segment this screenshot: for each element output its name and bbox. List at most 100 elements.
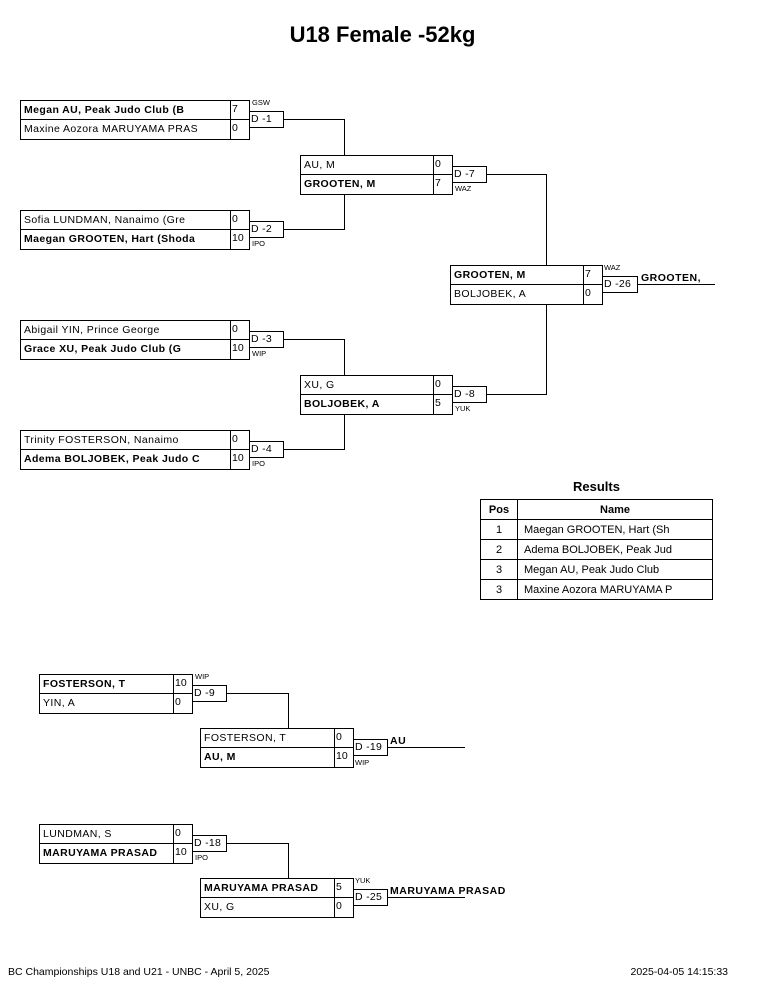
bracket-connector	[546, 304, 547, 395]
competitor-name: Trinity FOSTERSON, Nanaimo	[24, 434, 179, 446]
bracket-connector	[284, 449, 344, 450]
bout-number: D -18	[192, 835, 227, 852]
bracket-connector	[546, 174, 547, 266]
bracket-winner: AU	[390, 735, 407, 747]
competitor-name: BOLJOBEK, A	[454, 288, 527, 300]
win-type: IPO	[252, 239, 265, 248]
position-cell: 3	[480, 559, 518, 580]
score: 10	[173, 675, 191, 693]
score: 10	[173, 844, 191, 863]
bout-number: D -9	[192, 685, 227, 702]
score: 10	[230, 450, 248, 469]
bracket-connector	[226, 693, 288, 694]
results-title: Results	[573, 479, 620, 494]
bracket-connector	[486, 174, 546, 175]
score: 0	[230, 321, 248, 339]
competitor-name: Maxine Aozora MARUYAMA PRAS	[24, 123, 198, 135]
score: 5	[433, 395, 451, 414]
score: 0	[334, 898, 352, 917]
repechage-a-r2: FOSTERSON, T 0 AU, M 10	[200, 728, 354, 768]
score: 0	[433, 376, 451, 394]
competitor-name: LUNDMAN, S	[43, 828, 112, 840]
score: 7	[433, 175, 451, 194]
bout-number: D -4	[249, 441, 284, 458]
win-type: YUK	[455, 404, 471, 413]
score: 5	[334, 879, 352, 897]
footer-timestamp: 2025-04-05 14:15:33	[630, 966, 729, 978]
name-cell: Maxine Aozora MARUYAMA P	[517, 579, 713, 600]
bracket-winner: MARUYAMA PRASAD	[390, 885, 506, 897]
bout-number: D -1	[249, 111, 284, 128]
competitor-name: AU, M	[204, 751, 236, 763]
column-header-name: Name	[517, 499, 713, 520]
score: 10	[230, 340, 248, 359]
competitor-name: FOSTERSON, T	[43, 678, 126, 690]
bout-number: D -7	[452, 166, 487, 183]
name-cell: Adema BOLJOBEK, Peak Jud	[517, 539, 713, 560]
competitor-name: XU, G	[204, 901, 235, 913]
bout-number: D -2	[249, 221, 284, 238]
position-cell: 3	[480, 579, 518, 600]
competitor-name: FOSTERSON, T	[204, 732, 287, 744]
repechage-b-r2: MARUYAMA PRASAD 5 XU, G 0	[200, 878, 354, 918]
competitor-name: BOLJOBEK, A	[304, 398, 380, 410]
score: 0	[173, 694, 191, 713]
bout-number: D -19	[353, 739, 388, 756]
win-type: WAZ	[455, 184, 472, 193]
column-header-pos: Pos	[480, 499, 518, 520]
score: 0	[334, 729, 352, 747]
match-r1-1: Megan AU, Peak Judo Club (B 7 Maxine Aozo…	[20, 100, 250, 140]
score: 10	[334, 748, 352, 767]
bracket-connector	[288, 693, 289, 729]
win-type: WAZ	[604, 263, 621, 272]
bracket-connector	[284, 119, 344, 120]
score: 0	[230, 431, 248, 449]
score: 0	[583, 285, 601, 304]
winner-line	[387, 747, 465, 748]
competitor-name: AU, M	[304, 159, 336, 171]
footer-event: BC Championships U18 and U21 - UNBC - Ap…	[8, 966, 270, 978]
bracket-connector	[344, 119, 345, 156]
name-cell: Megan AU, Peak Judo Club	[517, 559, 713, 580]
win-type: GSW	[252, 98, 270, 107]
bracket-connector	[284, 229, 344, 230]
score: 7	[583, 266, 601, 284]
match-r2-2: XU, G 0 BOLJOBEK, A 5	[300, 375, 453, 415]
competitor-name: Megan AU, Peak Judo Club (B	[24, 104, 185, 116]
competitor-name: Abigail YIN, Prince George	[24, 324, 160, 336]
score: 0	[173, 825, 191, 843]
score: 0	[230, 211, 248, 229]
bracket-connector	[344, 414, 345, 450]
score: 7	[230, 101, 248, 119]
bracket-connector	[226, 843, 288, 844]
winner-line	[637, 284, 715, 285]
win-type: IPO	[195, 853, 208, 862]
win-type: WIP	[355, 758, 370, 767]
score: 10	[230, 230, 248, 249]
bracket-connector	[344, 339, 345, 376]
bout-number: D -8	[452, 386, 487, 403]
competitor-name: GROOTEN, M	[454, 269, 526, 281]
bracket-connector	[486, 394, 546, 395]
page-title: U18 Female -52kg	[289, 22, 476, 47]
position-cell: 2	[480, 539, 518, 560]
win-type: YUK	[355, 876, 371, 885]
competitor-name: MARUYAMA PRASAD	[204, 882, 319, 894]
win-type: IPO	[252, 459, 265, 468]
bracket-connector	[288, 843, 289, 879]
competitor-name: GROOTEN, M	[304, 178, 376, 190]
match-final: GROOTEN, M 7 BOLJOBEK, A 0	[450, 265, 603, 305]
competitor-name: Maegan GROOTEN, Hart (Shoda	[24, 233, 196, 245]
competitor-name: XU, G	[304, 379, 335, 391]
table-header-row: Pos Name	[480, 499, 713, 520]
score: 0	[230, 120, 248, 139]
